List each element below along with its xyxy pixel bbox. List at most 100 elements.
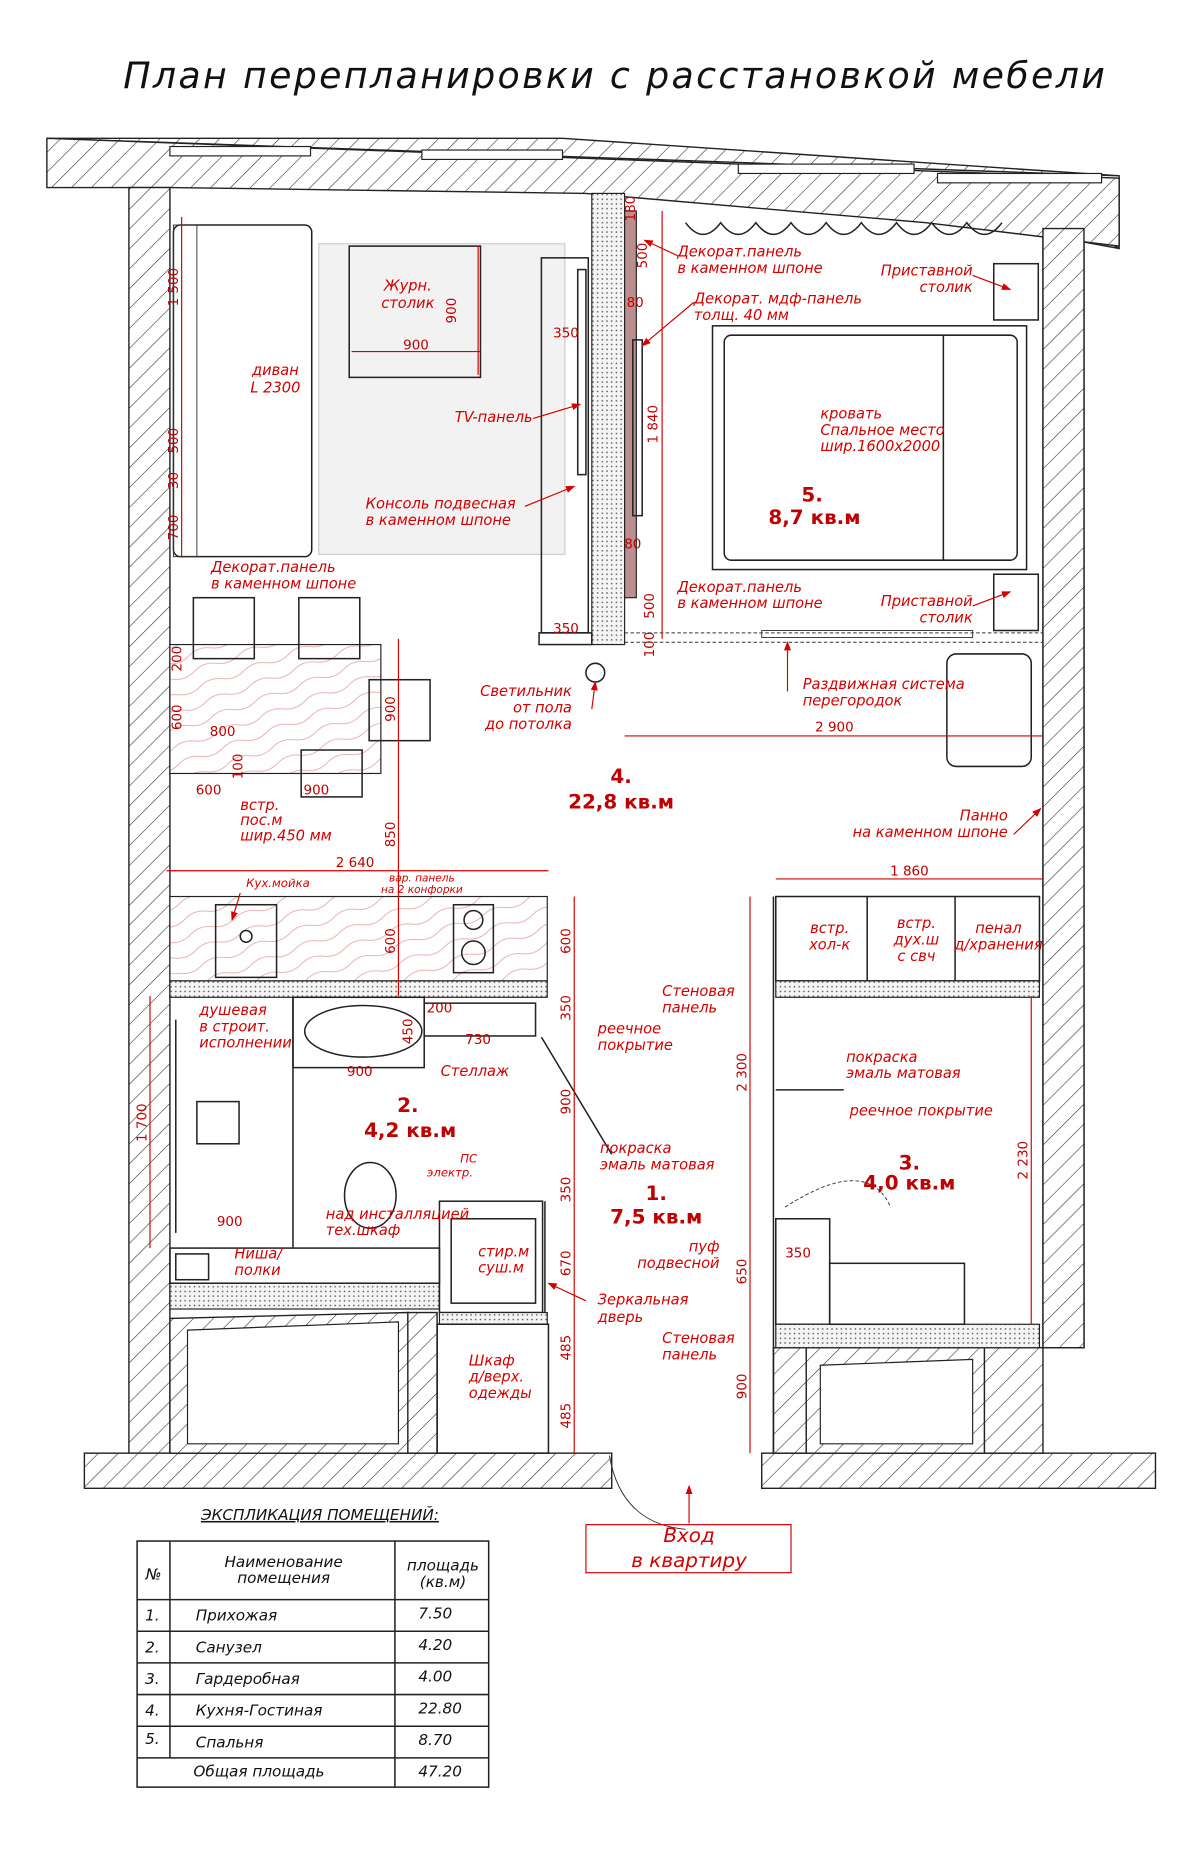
notes-decor_top_l1: Декорат.панель [676,244,802,261]
explication-rows-2-name: Гардеробная [196,1670,300,1688]
notes-pouf_l1: пуф [689,1239,720,1256]
total-area: 47.20 [418,1763,462,1781]
rooms-r4_area: 22,8 кв.м [568,791,674,814]
table-row: 4. Кухня-Гостиная 22.80 [145,1699,462,1719]
notes-decor_top_l2: в каменном шпоне [677,260,822,277]
rooms-r3_area: 4,0 кв.м [863,1171,955,1194]
dims-d_900h: 900 [734,1373,750,1399]
entry-label: Вход в квартиру [585,1524,792,1574]
dims-d_900f: 900 [559,1089,575,1115]
notes-install_l2: тех.шкаф [326,1222,401,1239]
notes-side1_l2: столик [919,279,972,296]
explication-rows-1-name: Санузел [196,1638,262,1656]
explication-rows-0-no: 1. [145,1607,160,1625]
table-row: 2. Санузел 4.20 [145,1636,452,1656]
notes-bed_l2: Спальное место [820,422,944,439]
notes-slat1_l1: реечное [597,1021,661,1038]
dims-d_180: 180 [623,196,639,222]
notes-install_l1: над инсталляцией [326,1206,469,1223]
notes-entry_l1: Вход [663,1524,714,1547]
notes-decor_bot_l2: в каменном шпоне [677,595,822,612]
notes-sliding_l2: перегородок [803,693,903,710]
dims-d_600a: 600 [170,704,186,730]
notes-paint2_l1: покраска [600,1140,671,1157]
explication-headers-2: помещения [237,1569,330,1587]
dims-d_350a: 350 [553,326,579,342]
dims-d_1840: 1 840 [645,405,661,444]
dims-d_900a: 900 [403,337,429,353]
dims-d_500b: 500 [635,243,651,269]
notes-paint1_l1: покраска [846,1049,917,1066]
notes-side1_l1: Приставной [881,262,973,279]
notes-pantry_l1: пенал [975,920,1021,937]
dims-d_485a: 485 [559,1335,575,1361]
dims-d_1860: 1 860 [890,863,929,879]
dims-d_1500: 1 500 [166,268,182,307]
rooms-r1_num: 1. [646,1182,667,1205]
notes-ps_l2: электр. [427,1166,473,1180]
decor-panel [624,210,637,599]
notes-paint2_l2: эмаль матовая [600,1157,715,1174]
dims-d_2900: 2 900 [815,719,854,735]
notes-fridge_l1: встр. [810,920,849,937]
notes-lamp_l1: Светильник [480,683,572,700]
dims-d_730: 730 [465,1032,491,1048]
dims-d_80a: 80 [627,295,644,311]
dims-d_350c: 350 [559,995,575,1021]
dims-d_2640: 2 640 [336,855,375,871]
notes-lamp_l2: от пола [513,700,572,717]
room-labels: 4. 22,8 кв.м 5. 8,7 кв.м 2. 4,2 кв.м 3. … [364,484,955,1229]
explication-rows-0-area: 7.50 [418,1604,452,1622]
dims-d_800: 800 [210,724,236,740]
dims-d_350e: 350 [785,1245,811,1261]
notes-washer_l1: стир.м [478,1243,529,1260]
explication-headers-3: площадь [407,1556,479,1574]
rooms-r5_num: 5. [801,484,822,507]
explication-rows-3-name: Кухня-Гостиная [196,1702,323,1720]
explication-headers-1: Наименование [224,1553,342,1571]
explication-rows-1-area: 4.20 [418,1636,452,1654]
notes-oven_l2: дух.ш [893,932,939,949]
kitchen [169,895,1041,998]
notes-shower_l1: душевая [198,1002,267,1019]
notes-wardrobe_l3: одежды [469,1385,532,1402]
notes-fridge_l2: хол-к [808,936,850,953]
notes-bench_l1: встр. [240,797,279,814]
notes-mirror_l2: дверь [597,1309,644,1326]
notes-pouf_l2: подвесной [637,1255,719,1272]
notes-wardrobe_l1: Шкаф [469,1352,515,1369]
notes-sink: Кух.мойка [246,876,310,890]
explication-rows-4-no: 5. [145,1730,160,1748]
notes-side2_l1: Приставной [881,593,973,610]
notes-console_l1: Консоль подвесная [366,496,516,513]
dims-d_30: 30 [166,472,182,489]
dims-d_485b: 485 [559,1403,575,1429]
explication-rows-4-area: 8.70 [418,1731,452,1749]
notes-wardrobe_l2: д/верх. [468,1369,524,1386]
notes-ps_l1: ПС [460,1152,478,1166]
dims-d_80b: 80 [624,536,641,552]
notes-mdf_l1: Декорат. мдф-панель [693,291,862,308]
bathroom-and-hall [169,896,1041,1530]
notes-bench_l3: шир.450 мм [240,827,331,844]
explication-rows-2-area: 4.00 [418,1668,452,1686]
notes-hob_l1: вар. панель [389,872,455,884]
notes-oven_l3: с свч [897,948,935,965]
explication-rows-3-no: 4. [145,1702,160,1720]
notes-panno_l1: Панно [960,807,1008,824]
dims-d_900c: 900 [383,696,399,722]
dims-d_350b: 350 [553,621,579,637]
rooms-r2_num: 2. [397,1094,418,1117]
dims-d_200b: 200 [427,1001,453,1017]
notes-decor_left_l2: в каменном шпоне [211,575,356,592]
dims-d_600d: 600 [559,928,575,954]
notes-shower_l3: исполнении [199,1035,292,1052]
dimension-values: 900 900 1 500 500 30 700 350 350 180 500… [134,196,1031,1429]
dims-d_900g: 900 [217,1214,243,1230]
rooms-r2_area: 4,2 кв.м [364,1119,456,1142]
explication-rows-1-no: 2. [145,1638,160,1656]
notes-table_l2: столик [381,295,434,312]
dims-d_700: 700 [166,515,182,541]
notes-washer_l2: суш.м [478,1260,524,1277]
